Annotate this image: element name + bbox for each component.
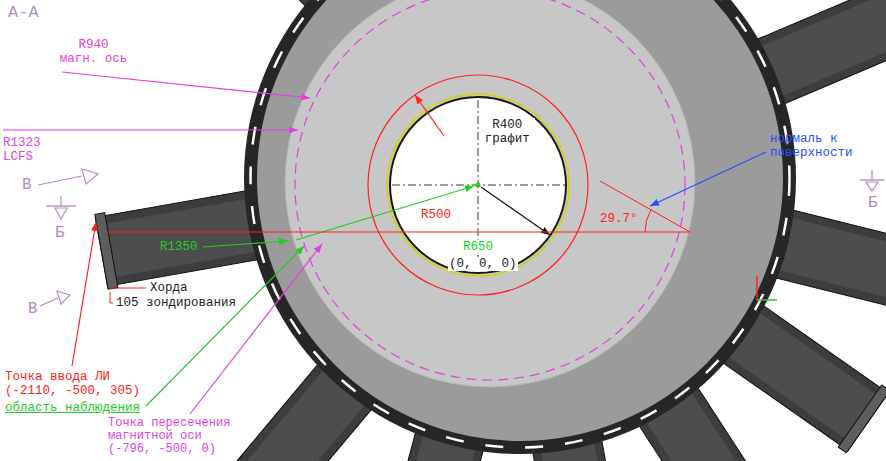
vessel-floor <box>257 0 783 441</box>
section-mark <box>38 176 82 185</box>
dimension-bracket <box>110 292 113 303</box>
note-label: нормаль к поверхности <box>770 132 856 161</box>
magnetic-axis-circle <box>295 0 685 380</box>
section-mark <box>55 208 67 219</box>
probe-chord <box>108 232 690 233</box>
angle-line <box>600 181 690 232</box>
section-mark <box>871 170 872 180</box>
section-mark <box>57 291 70 304</box>
leader-line <box>72 222 96 366</box>
inner-floor <box>285 0 695 387</box>
view-title: А-А <box>8 3 39 23</box>
leader-line <box>3 129 298 130</box>
section-letter: Б <box>868 194 878 212</box>
radius-arrow <box>415 95 444 136</box>
section-letter: В <box>22 176 32 194</box>
dimension-label: 105 зондирования <box>116 296 236 310</box>
normal-leader <box>650 152 766 206</box>
section-mark <box>82 169 98 184</box>
radius-label: R500 <box>420 208 452 222</box>
coordinate-label: (0, 0, 0) <box>448 257 518 271</box>
region-callout: область наблюдения <box>5 401 140 415</box>
point-callout: Точка пересечения магнитной оси (-796, -… <box>108 417 234 457</box>
central-hole <box>390 97 566 273</box>
radius-label: R400 графит <box>480 118 535 147</box>
leader-line <box>110 288 146 289</box>
leader-line <box>190 244 322 414</box>
radius-label: R940 магн. ось <box>58 38 129 67</box>
radius-label: R1350 <box>160 240 198 254</box>
note-label: Хорда <box>150 281 188 295</box>
radius-label: R1323 LCFS <box>3 136 48 165</box>
section-mark <box>866 182 878 191</box>
angle-arc <box>645 210 651 232</box>
leader-line <box>146 246 304 406</box>
leader-line <box>203 241 288 247</box>
section-letter: В <box>28 300 38 318</box>
port-group <box>95 0 886 461</box>
r500-circle <box>368 75 588 295</box>
angle-label: 29.7° <box>600 212 638 226</box>
wall-slots <box>251 0 790 448</box>
graphite-circle <box>387 94 569 276</box>
port-flange <box>95 213 118 290</box>
radius-label: R650 <box>462 240 494 254</box>
axis-symbol <box>757 299 777 301</box>
section-mark <box>60 196 61 206</box>
axis-symbol <box>756 276 758 300</box>
radius-arrow <box>481 187 550 235</box>
section-letter: Б <box>55 224 65 242</box>
point-callout: Точка ввода ЛИ (-2110, -500, 305) <box>5 370 148 399</box>
leader-line <box>62 72 310 98</box>
port-flange <box>838 385 886 453</box>
origin-dot <box>476 183 481 188</box>
vessel-wall <box>244 0 796 454</box>
section-mark <box>40 298 58 306</box>
